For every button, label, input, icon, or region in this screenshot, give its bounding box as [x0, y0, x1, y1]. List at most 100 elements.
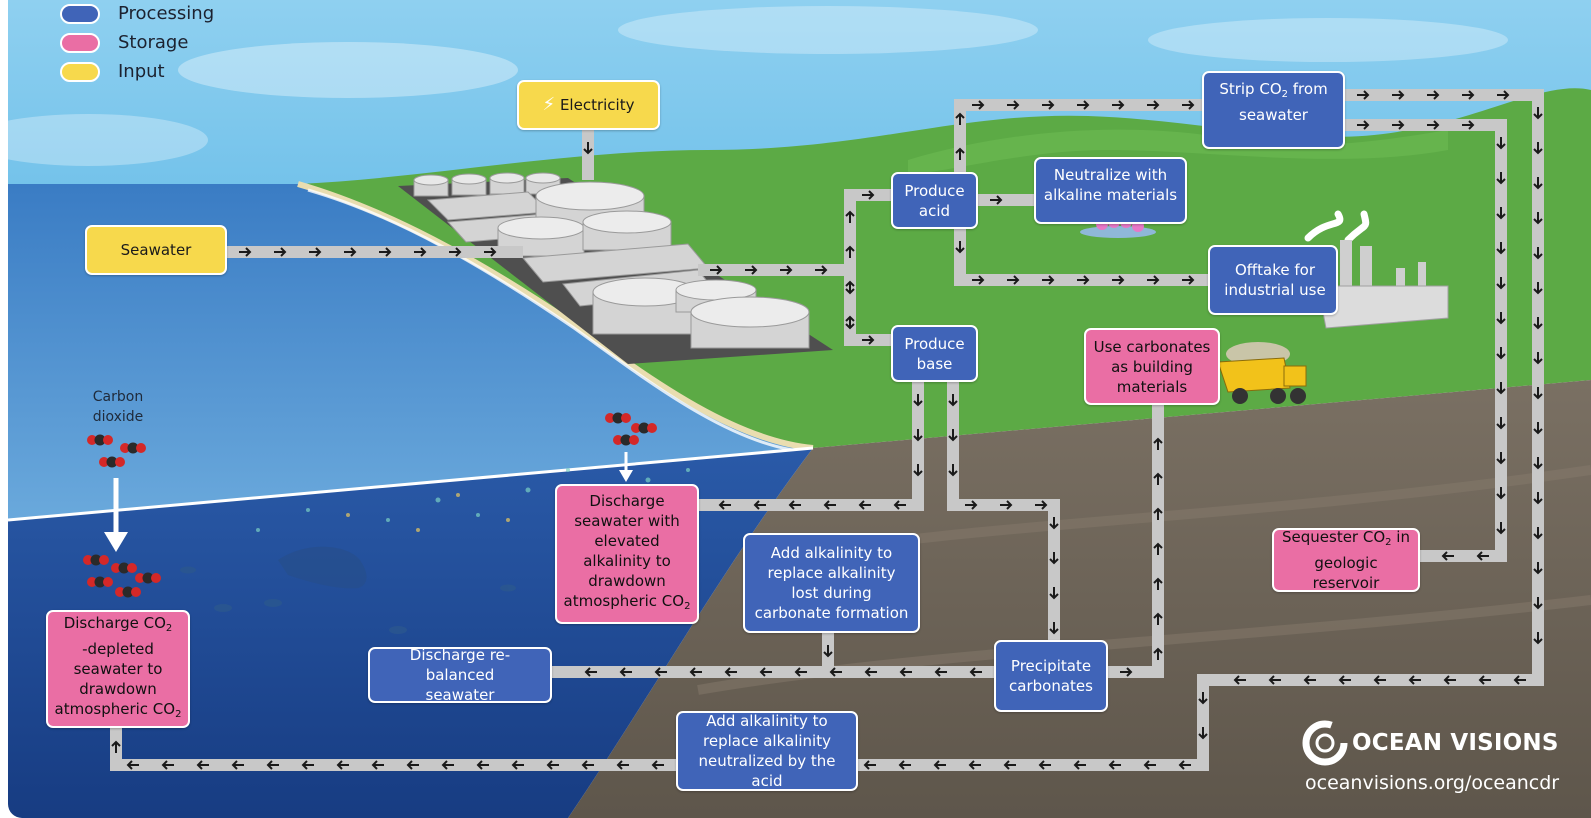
- flow-arrow: [1496, 522, 1506, 535]
- flow-arrow: [406, 760, 419, 770]
- flow-arrow: [1182, 100, 1195, 110]
- flow-arrow: [955, 147, 965, 160]
- flow-arrow: [111, 740, 121, 753]
- flow-arrow: [1533, 352, 1543, 365]
- co2-molecule-icon: [605, 412, 631, 424]
- flow-arrow: [309, 247, 322, 257]
- flow-arrow: [899, 667, 912, 677]
- neutralize-box: Neutralize with alkaline materials: [1034, 157, 1187, 224]
- flow-arrow: [1007, 275, 1020, 285]
- flow-arrow: [1038, 760, 1051, 770]
- add-alkalinity-carbonate-line-4: carbonate formation: [754, 604, 909, 622]
- discharge-elevated-line-6: atmospheric CO2: [564, 591, 691, 617]
- add-alkalinity-acid-box: Add alkalinity to replace alkalinity neu…: [676, 711, 858, 791]
- flow-arrow: [1513, 675, 1526, 685]
- use-carbonates-line-2: as building: [1111, 357, 1193, 376]
- factory: [1304, 210, 1449, 329]
- sequester-sub: 2: [1385, 537, 1392, 548]
- flow-arrow: [718, 500, 731, 510]
- flow-arrow: [1357, 120, 1370, 130]
- flow-arrow: [1533, 492, 1543, 505]
- flow-arrow: [913, 394, 923, 407]
- electricity-box: ⚡ Electricity: [517, 80, 660, 130]
- sea-line: [8, 446, 814, 522]
- flow-arrow: [1533, 562, 1543, 575]
- flow-arrow: [1496, 417, 1506, 430]
- flow-arrow: [1153, 542, 1163, 555]
- flow-arrow: [1496, 207, 1506, 220]
- flow-arrow: [1533, 142, 1543, 155]
- legend-item-storage: Storage: [60, 32, 260, 55]
- flow-arrow: [823, 645, 833, 658]
- produce-base-box: Produce base: [891, 325, 978, 382]
- legend-label-processing: Processing: [118, 3, 215, 24]
- flow-arrow: [1476, 551, 1489, 561]
- electricity-label: ⚡ Electricity: [543, 95, 635, 115]
- flow-arrow: [1049, 517, 1059, 530]
- diagram-canvas: Processing Storage Input ⚡ Electricity S…: [8, 0, 1591, 818]
- discharge-depleted-line-3: seawater to: [73, 660, 163, 678]
- background-scene: [8, 0, 1591, 818]
- discharge-depleted-text-b: atmospheric CO: [54, 700, 176, 718]
- flow-arrow: [794, 667, 807, 677]
- discharge-rebalanced-box: Discharge re-balanced seawater: [368, 646, 552, 704]
- ocean-visions-brand: OCEAN VISIONS oceanvisions.org/oceancdr: [1300, 718, 1590, 808]
- flow-arrow: [1441, 551, 1454, 561]
- flow-arrow: [616, 760, 629, 770]
- discharge-elevated-line-3: elevated: [594, 532, 660, 550]
- shoreline-foam: [307, 188, 809, 454]
- flow-arrow: [1049, 622, 1059, 635]
- flow-arrow: [161, 760, 174, 770]
- use-carbonates-box: Use carbonates as building materials: [1084, 328, 1220, 405]
- flow-arrow: [1108, 760, 1121, 770]
- flow-arrow: [969, 667, 982, 677]
- produce-acid-line-2: acid: [918, 201, 951, 220]
- co2-molecule-icon: [115, 586, 141, 598]
- ground: [568, 380, 1591, 818]
- flow-arrow: [619, 667, 632, 677]
- co2-molecules-air: [83, 412, 657, 598]
- flow-arrow: [1073, 760, 1086, 770]
- flow-arrow: [1153, 472, 1163, 485]
- flow-arrow: [1533, 527, 1543, 540]
- flow-arrow: [845, 245, 855, 258]
- co2-down-arrow-small-head: [619, 470, 633, 482]
- sequester-box: Sequester CO2 in geologic reservoir: [1272, 528, 1420, 592]
- add-alkalinity-carbonate-box: Add alkalinity to replace alkalinity los…: [743, 533, 920, 633]
- flow-arrow: [1303, 675, 1316, 685]
- flow-arrow: [1198, 727, 1208, 740]
- brand-name: OCEAN VISIONS: [1352, 730, 1559, 756]
- flow-arrow: [1112, 275, 1125, 285]
- offtake-box: Offtake for industrial use: [1208, 245, 1338, 315]
- flow-arrow: [654, 667, 667, 677]
- flow-arrow: [583, 142, 593, 155]
- flow-arrow: [815, 265, 828, 275]
- flow-arrow: [823, 500, 836, 510]
- co2-molecule-icon: [87, 434, 113, 446]
- flow-arrow: [1147, 100, 1160, 110]
- flow-arrow: [948, 394, 958, 407]
- brand-url[interactable]: oceanvisions.org/oceancdr: [1305, 772, 1560, 794]
- legend-label-storage: Storage: [118, 32, 189, 53]
- ocean-visions-logo-icon: [1302, 720, 1348, 766]
- flow-arrow: [301, 760, 314, 770]
- flow-arrow: [196, 760, 209, 770]
- flow-arrow: [1496, 242, 1506, 255]
- flow-arrow: [1153, 437, 1163, 450]
- add-alkalinity-carbonate-line-1: Add alkalinity to: [770, 544, 893, 562]
- flow-arrow: [476, 760, 489, 770]
- lightning-icon: ⚡: [542, 94, 556, 115]
- flow-arrow: [1496, 137, 1506, 150]
- co2-molecule-icon: [613, 434, 639, 446]
- use-carbonates-line-3: materials: [1116, 377, 1188, 396]
- strip-co2-text-b: from: [1288, 80, 1328, 98]
- flow-arrow: [1153, 577, 1163, 590]
- flow-arrow: [371, 760, 384, 770]
- flow-arrow: [414, 247, 427, 257]
- flow-arrow: [1392, 90, 1405, 100]
- co2-molecule-icon: [87, 576, 113, 588]
- pipe: [699, 382, 924, 511]
- discharge-rebalanced-line-1: Discharge re-balanced: [409, 646, 511, 684]
- discharge-depleted-box: Discharge CO2 -depleted seawater to draw…: [46, 610, 190, 728]
- precipitate-box: Precipitate carbonates: [994, 640, 1108, 712]
